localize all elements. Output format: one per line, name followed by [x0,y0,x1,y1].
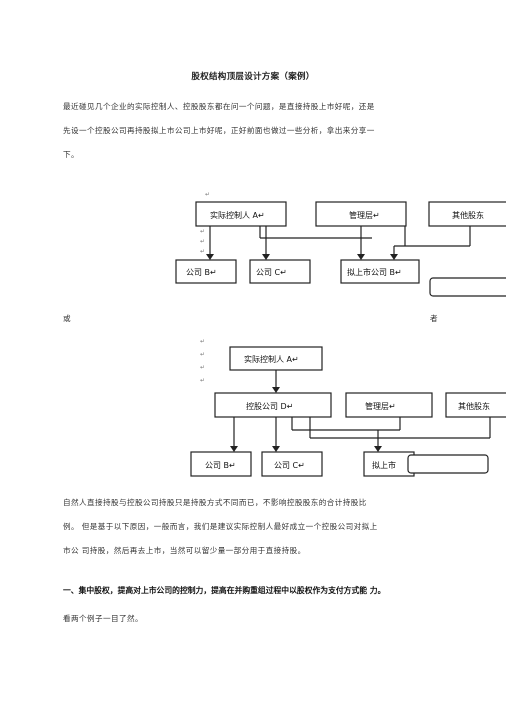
label-other-shareholders: 其他股东 [452,210,484,220]
box2-company-b [190,451,252,477]
or-left: 或 [63,314,71,323]
return-mark: ↵ [200,248,205,255]
return-mark: ↵ [200,364,205,371]
box-company-c [249,259,311,284]
return-mark: ↵ [205,191,210,198]
label-management: 管理层↵ [349,210,380,220]
return-mark: ↵ [200,338,205,345]
intro-line-3: 下。 [63,150,79,159]
label2-other-shareholders: 其他股东 [458,401,490,411]
section-heading-1: 一、集中股权，提高对上市公司的控制力，提高在并购重组过程中以股权作为支付方式能 … [63,586,386,595]
return-mark: ↵ [200,377,205,384]
box-listing-company [340,259,420,284]
label-controller-a: 实际控制人 A↵ [210,210,265,220]
label-company-c: 公司 C↵ [256,268,287,277]
label-company-b: 公司 B↵ [186,268,217,277]
return-mark: ↵ [200,351,205,358]
box2-company-c [261,451,323,477]
callout-box-2 [407,454,489,474]
closing-line: 看两个例子一目了然。 [63,614,143,623]
callout-box [429,277,506,297]
body-line-3: 市公 司持股，然后再去上市，当然可以留少量一部分用于直接持股。 [63,546,306,555]
intro-line-2: 先设一个控股公司再持股拟上市公司上市好呢，正好前面也做过一些分析，拿出来分享一 [63,126,375,135]
box2-management [345,392,433,418]
return-mark: ↵ [200,238,205,245]
label2-listing-company: 拟上市 [372,460,396,470]
box2-other-shareholders [445,392,506,418]
label2-holding-d: 控股公司 D↵ [246,401,293,411]
body-line-1: 自然人直接持股与控股公司持股只是持股方式不同而已，不影响控股股东的合计持股比 [63,498,367,507]
box2-holding-d [214,392,332,418]
label2-controller-a: 实际控制人 A↵ [244,354,299,364]
label2-management: 管理层↵ [365,401,396,411]
box-company-b [175,259,237,284]
box-other-shareholders [428,201,506,227]
label2-company-c: 公司 C↵ [274,461,305,470]
intro-line-1: 最近碰见几个企业的实际控制人、控股股东都在问一个问题，是直接持股上市好呢，还是 [63,102,375,111]
box-controller-a [195,201,287,227]
or-right: 者 [430,314,438,323]
body-line-2: 例。 但是基于以下原因，一般而言，我们是建议实际控制人最好成立一个控股公司对拟上 [63,522,378,531]
label-listing-company: 拟上市公司 B↵ [347,267,402,277]
label2-company-b: 公司 B↵ [205,461,236,470]
return-mark: ↵ [200,228,205,235]
document-title: 股权结构顶层设计方案（案例） [191,72,315,82]
